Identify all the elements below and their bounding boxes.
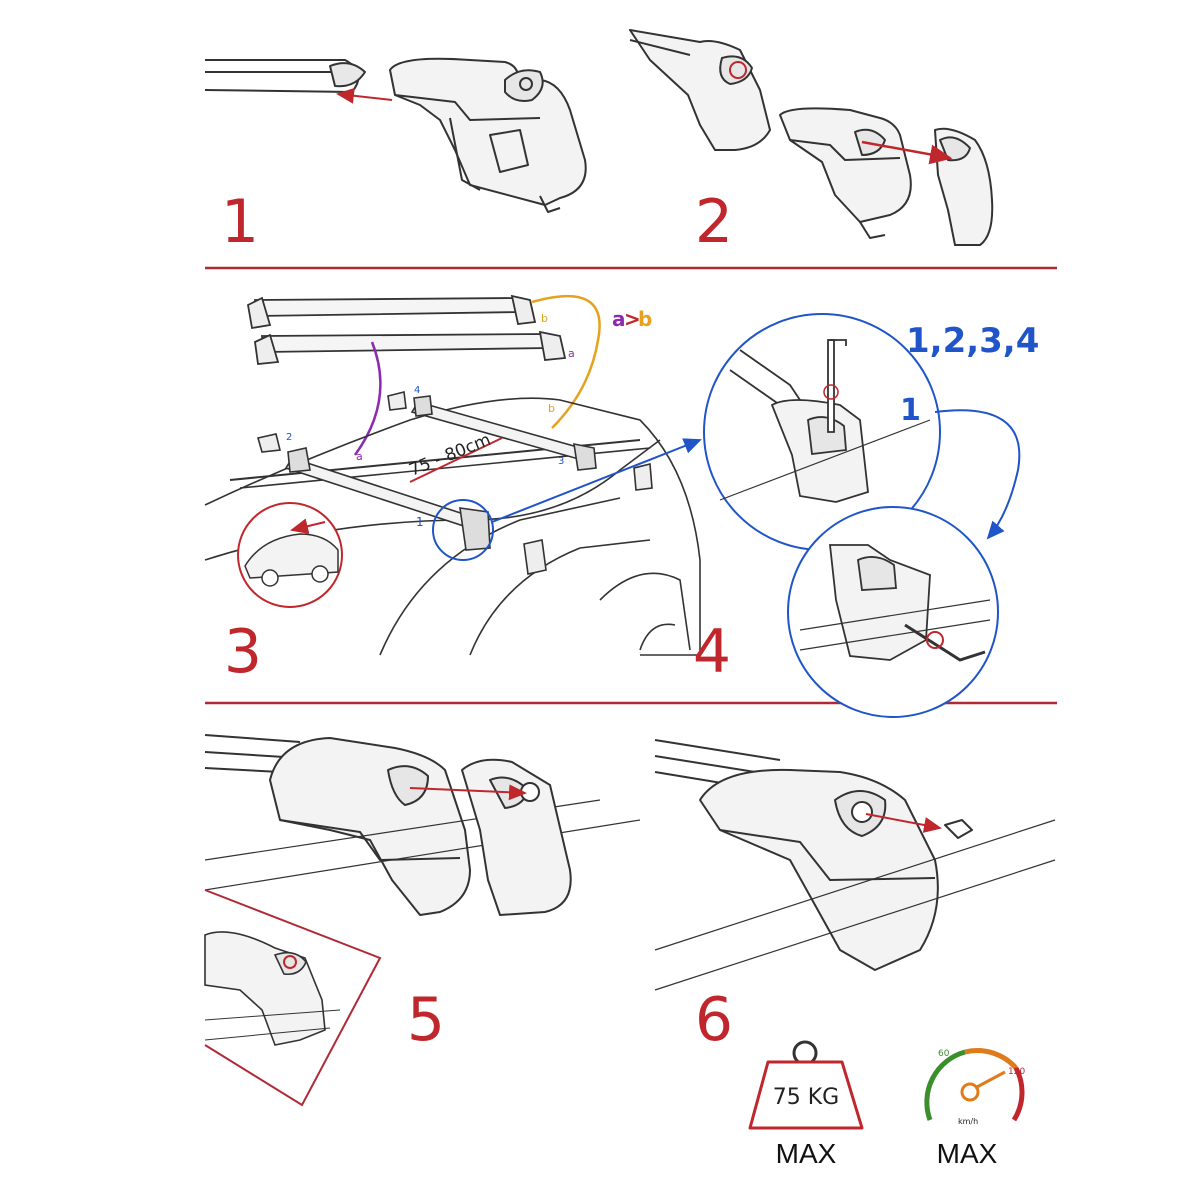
step-5-inset-frame bbox=[204, 889, 382, 1107]
step-2-arrow bbox=[861, 140, 953, 165]
step-3-number: 3 bbox=[224, 617, 262, 687]
rule-a: a bbox=[612, 307, 626, 331]
bar-a-label-2: a bbox=[356, 450, 363, 463]
speedometer-icon bbox=[924, 1048, 1025, 1122]
step-4-detail-top-illustration bbox=[719, 339, 931, 503]
step-1-arrow bbox=[336, 87, 393, 104]
rule-b: b bbox=[638, 307, 652, 331]
foot-number-4: 4 bbox=[414, 385, 420, 396]
foot-highlight-circle bbox=[432, 499, 494, 561]
blue-connector bbox=[491, 438, 702, 523]
step-5-number: 5 bbox=[407, 985, 445, 1055]
bar-b-label-2: b bbox=[548, 402, 555, 415]
step-5-inset-lock-marker bbox=[283, 955, 297, 969]
step-6-arrow bbox=[865, 813, 942, 833]
bar-b-label-1: b bbox=[541, 312, 548, 325]
step-1-illustration bbox=[204, 57, 587, 213]
step-1-number: 1 bbox=[221, 187, 259, 257]
foot-number-2: 2 bbox=[286, 432, 292, 443]
hex-key-rotation-marker-2 bbox=[926, 631, 944, 649]
distance-arrow bbox=[409, 437, 503, 483]
step-4-callout: 1 bbox=[900, 393, 921, 428]
speed-max: 120 bbox=[1008, 1067, 1025, 1077]
step-2-illustration bbox=[629, 29, 994, 246]
step-4-number: 4 bbox=[693, 617, 731, 687]
step-5-inset-illustration bbox=[204, 931, 341, 1046]
step-6-illustration bbox=[654, 739, 1056, 991]
speed-max-label: MAX bbox=[937, 1138, 998, 1169]
speed-unit: km/h bbox=[958, 1117, 978, 1126]
step-5-arrow bbox=[409, 784, 527, 801]
car-inset-icon bbox=[244, 533, 339, 587]
car-direction-arrow bbox=[290, 518, 326, 535]
hex-key-rotation-marker bbox=[823, 384, 839, 400]
step-6-number: 6 bbox=[695, 985, 733, 1055]
load-max-label: MAX bbox=[776, 1138, 837, 1169]
bar-a-label-1: a bbox=[568, 347, 575, 360]
step-5-illustration bbox=[204, 734, 641, 916]
step-2-key-marker bbox=[729, 61, 747, 79]
foot-number-3: 3 bbox=[558, 456, 564, 467]
step-4-connector bbox=[934, 409, 1021, 540]
load-value: 75 KG bbox=[773, 1085, 839, 1110]
step-3-bars-illustration bbox=[246, 294, 567, 365]
step-2-number: 2 bbox=[695, 187, 733, 257]
step-4-sequence: 1,2,3,4 bbox=[906, 321, 1039, 361]
rule-gt: > bbox=[624, 307, 641, 331]
speed-min: 60 bbox=[938, 1049, 950, 1059]
foot-number-1: 1 bbox=[416, 515, 424, 529]
purple-connector bbox=[353, 341, 382, 456]
weight-icon bbox=[748, 1040, 864, 1130]
